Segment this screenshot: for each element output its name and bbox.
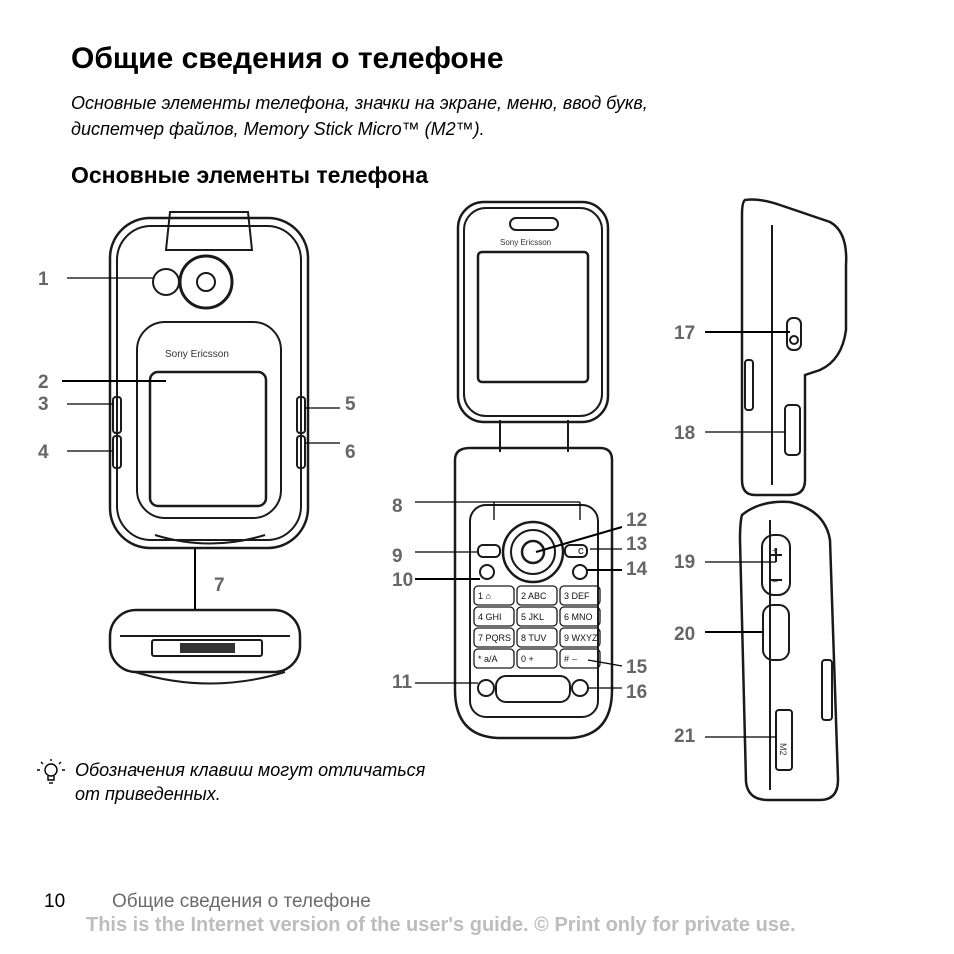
intro-line-1: Основные элементы телефона, значки на эк… [71,93,648,113]
phone-side-top [740,198,848,497]
callout-9: 9 [392,546,403,567]
volume-plus-label: + [772,546,778,557]
front-brand-label: Sony Ericsson [165,349,229,360]
callout-17: 17 [674,323,695,344]
callout-12: 12 [626,510,647,531]
keypad-key-label: 3 DEF [564,591,590,601]
callout-11: 11 [392,672,413,693]
volume-minus-label: − [772,577,778,588]
callout-18: 18 [674,423,695,444]
callout-3: 3 [38,394,49,415]
callout-21: 21 [674,726,696,747]
page-number: 10 [44,891,66,912]
footer-disclaimer: This is the Internet version of the user… [86,914,796,936]
tip-lightbulb-icon [37,759,65,784]
callout-13: 13 [626,534,647,555]
callout-19: 19 [674,552,695,573]
callout-4: 4 [38,442,49,463]
section-title: Основные элементы телефона [71,162,429,188]
keypad-key-label: 8 TUV [521,633,546,643]
callout-15: 15 [626,657,648,678]
tip-note-line-2: от приведенных. [75,784,221,804]
intro-line-2: диспетчер файлов, Memory Stick Micro™ (M… [71,119,485,139]
keypad-key [473,606,515,627]
keypad-key [473,627,515,648]
phone-front-closed [108,211,310,550]
phone-open [453,200,614,740]
intro-paragraph: Основные элементы телефона, значки на эк… [71,90,831,142]
keypad-key-label: 2 ABC [521,591,547,601]
keypad-key [516,627,558,648]
inner-brand-label: Sony Ericsson [500,238,551,247]
callout-6: 6 [345,442,356,463]
memory-slot-label: M2 [778,743,788,756]
callout-7: 7 [214,575,225,596]
page-title: Общие сведения о телефоне [71,42,504,75]
callout-14: 14 [626,559,648,580]
keypad: 1 ⌂ 2 ABC 3 DEF 4 GHI 5 JKL 6 MNO 7 PQRS 8 TUV 9… [473,585,601,669]
phone-bottom-view [108,608,302,685]
callout-5: 5 [345,394,356,415]
tip-note: Обозначения клавиш могут отличаться от п… [75,758,515,806]
phone-side-bottom [738,500,840,802]
keypad-key [559,585,601,606]
clear-key-label: C [578,547,584,556]
callout-2: 2 [38,372,49,393]
callout-10: 10 [392,570,413,591]
keypad-key-label: 6 MNO [564,612,593,622]
tip-note-line-1: Обозначения клавиш могут отличаться [75,760,426,780]
keypad-key-label: * a/A [478,654,498,664]
keypad-key [473,648,515,669]
callout-8: 8 [392,496,403,517]
callout-1: 1 [38,269,49,290]
keypad-key-label: 5 JKL [521,612,544,622]
callout-20: 20 [674,624,695,645]
keypad-key [516,648,558,669]
callout-16: 16 [626,682,647,703]
keypad-key-label: 7 PQRS [478,633,511,643]
keypad-key [559,627,601,648]
keypad-key [516,606,558,627]
keypad-key-label: 0 + [521,654,534,664]
keypad-key [559,606,601,627]
keypad-key-label: 9 WXYZ [564,633,598,643]
keypad-key-label: # ⌣ [564,654,578,664]
keypad-key [559,648,601,669]
keypad-key-label: 4 GHI [478,612,502,622]
keypad-key [473,585,515,606]
keypad-key-label: 1 ⌂ [478,591,491,601]
footer-section-title: Общие сведения о телефоне [112,891,371,912]
keypad-key [516,585,558,606]
